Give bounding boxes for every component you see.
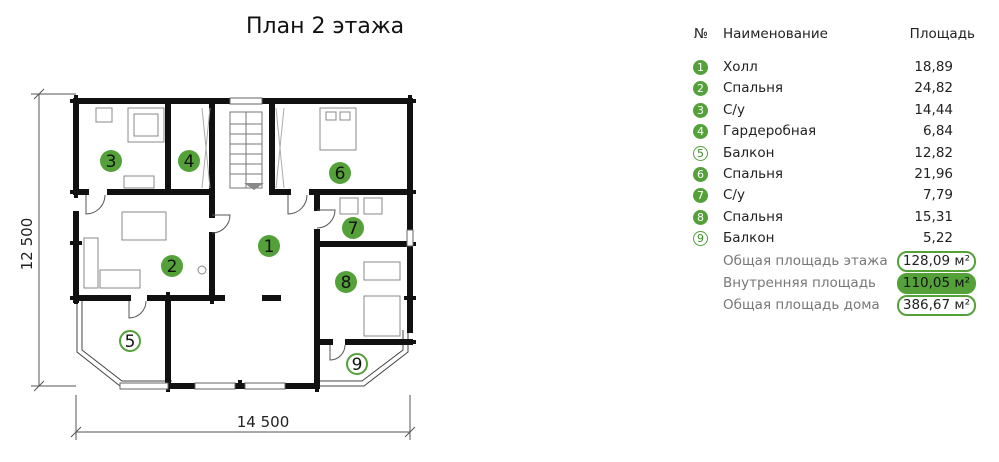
total-label: Общая площадь дома [723,296,880,313]
total-value: 386,67 м² [896,294,976,316]
total-label: Внутренняя площадь [723,274,876,291]
room-marker-8: 8 [335,271,357,293]
room-name: С/у [723,187,745,204]
legend-row: 8 Спальня 15,31 [690,208,982,229]
legend-header: № Наименование Площадь [690,24,982,50]
room-area: 5,22 [922,230,953,247]
stair-arrow [244,183,264,190]
svg-text:8: 8 [341,273,352,293]
room-number-badge: 6 [693,166,708,182]
legend-row: 3 С/у 14,44 [690,101,982,122]
staircase [229,111,263,189]
room-number-badge: 5 [693,145,708,161]
furniture [83,107,401,337]
walls [73,98,413,389]
room-marker-7: 7 [342,217,364,239]
legend-row: 6 Спальня 21,96 [690,165,982,186]
room-name: Спальня [723,80,784,97]
total-house-area: Общая площадь дома 386,67 м² [690,294,982,317]
floor-plan: 12 500 14 500 [18,88,416,440]
room-number-badge: 1 [693,60,708,75]
header-area: Площадь [909,26,975,42]
svg-text:2: 2 [167,257,178,277]
doors [85,194,346,361]
room-marker-6: 6 [329,162,351,184]
room-area: 21,96 [914,165,953,182]
room-area: 18,89 [914,59,953,75]
total-floor-area: Общая площадь этажа 128,09 м² [690,250,982,273]
room-name: Спальня [723,208,784,225]
room-number-badge: 4 [693,124,708,140]
total-value: 128,09 м² [896,250,976,272]
room-marker-9: 9 [346,353,368,375]
wall-joints [70,95,416,392]
svg-text:9: 9 [352,355,363,375]
svg-text:1: 1 [264,237,275,257]
room-number-badge: 3 [693,102,708,118]
legend-row: 7 С/у 7,79 [690,186,982,207]
room-name: Балкон [723,144,775,161]
legend-row: 2 Спальня 24,82 [690,79,982,100]
legend-row: 1 Холл 18,89 [690,58,982,79]
windows [119,97,414,390]
total-value: 110,05 м² [896,272,976,294]
room-name: Гардеробная [723,123,817,140]
total-internal-area: Внутренняя площадь 110,05 м² [690,272,982,295]
room-marker-5: 5 [119,330,141,352]
total-label: Общая площадь этажа [723,252,888,269]
header-name: Наименование [723,26,828,42]
room-marker-2: 2 [161,255,183,277]
room-name: Балкон [723,230,775,247]
room-name: Спальня [723,165,784,182]
height-dimension-label: 12 500 [18,218,36,271]
room-name: Холл [723,59,758,75]
legend-row: 4 Гардеробная 6,84 [690,122,982,143]
header-number: № [694,26,709,42]
wardrobe-hatching [201,107,285,189]
room-number-badge: 8 [693,209,708,225]
room-area: 15,31 [914,208,953,225]
legend-row: 9 Балкон 5,22 [690,229,982,250]
svg-text:7: 7 [348,219,359,239]
room-name: С/у [723,101,745,118]
svg-text:5: 5 [125,332,136,352]
legend-row: 5 Балкон 12,82 [690,144,982,165]
plan-title: План 2 этажа [246,14,405,39]
room-marker-3: 3 [100,150,122,172]
room-area: 24,82 [914,80,953,97]
svg-text:4: 4 [184,152,195,172]
svg-text:3: 3 [106,152,117,172]
room-area: 6,84 [922,123,953,140]
room-number-badge: 2 [693,81,708,97]
room-number-badge: 7 [693,188,708,204]
svg-text:6: 6 [335,164,346,184]
room-marker-4: 4 [178,150,200,172]
room-markers: 1 2 3 4 5 6 7 8 9 [100,150,368,375]
room-number-badge: 9 [693,231,708,247]
width-dimension-label: 14 500 [237,413,290,431]
height-dimension [31,88,76,392]
room-marker-1: 1 [258,235,280,257]
room-area: 14,44 [914,101,953,118]
room-area: 7,79 [922,187,953,204]
room-area: 12,82 [914,144,953,161]
width-dimension [70,395,416,440]
